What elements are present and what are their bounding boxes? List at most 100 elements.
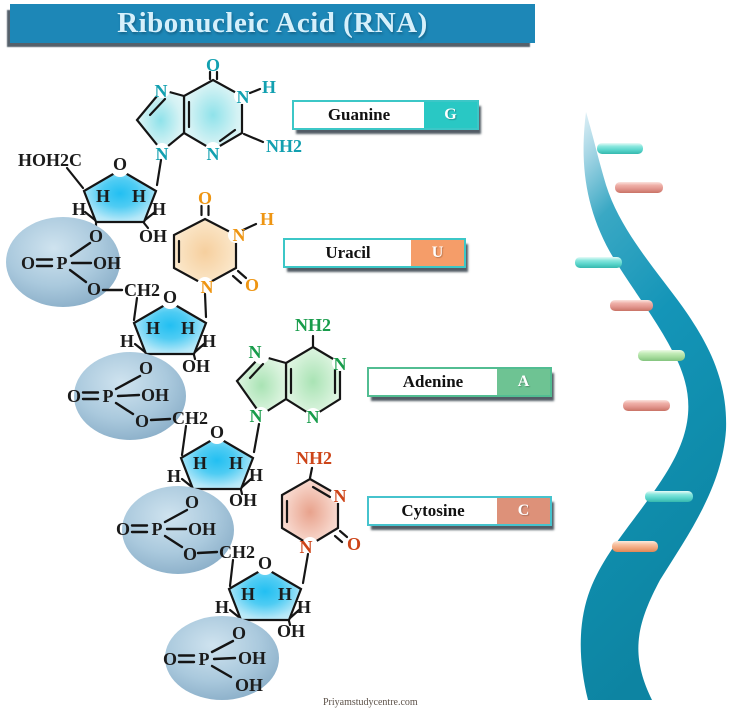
base-name-uracil: Uracil (325, 243, 371, 262)
guanine-ring (135, 70, 265, 187)
atom-label-ch2: CH2 (219, 542, 255, 562)
atom-label-o: O (162, 287, 178, 307)
atom-label-o: O (88, 226, 104, 246)
atom-label-oh: OH (187, 519, 217, 539)
atom-label-p: P (102, 386, 114, 406)
base-label-box-guanine: Guanine G (292, 100, 479, 130)
helix-rung-orange (612, 541, 658, 552)
phosphate-group-1 (6, 217, 124, 307)
atom-label-n: N (333, 486, 347, 506)
atom-label-o: O (134, 411, 150, 431)
atom-label-oh: OH (234, 675, 264, 695)
atom-label-o: O (66, 386, 82, 406)
atom-label-o: O (86, 279, 102, 299)
atom-label-n: N (306, 407, 320, 427)
helix-rung-teal (597, 143, 643, 154)
atom-label-hoh2c: HOH2C (17, 150, 83, 170)
atom-label-h: H (95, 186, 111, 206)
base-name-guanine: Guanine (327, 105, 391, 124)
atom-label-h: H (201, 331, 217, 351)
atom-label-h: H (296, 597, 312, 617)
atom-label-o: O (112, 154, 128, 174)
atom-label-n: N (155, 144, 169, 164)
atom-label-o: O (231, 623, 247, 643)
atom-label-o: O (209, 422, 225, 442)
atom-label-n: N (249, 406, 263, 426)
atom-label-o: O (257, 553, 273, 573)
phosphate-group-3 (122, 486, 234, 574)
atom-label-o: O (205, 55, 221, 75)
uracil-ring (172, 204, 258, 319)
base-name-cytosine: Cytosine (401, 501, 465, 520)
atom-label-oh: OH (138, 226, 168, 246)
base-label-box-adenine: Adenine A (367, 367, 552, 397)
base-label-box-uracil: Uracil U (283, 238, 466, 268)
atom-label-h: H (180, 318, 196, 338)
atom-label-n: N (248, 342, 262, 362)
atom-label-oh: OH (181, 356, 211, 376)
atom-label-h: H (277, 584, 293, 604)
helix-rung-teal (575, 257, 622, 268)
ribose-sugar-2 (132, 291, 208, 362)
base-letter-badge-u: U (411, 240, 464, 266)
atom-label-h: H (71, 199, 87, 219)
watermark: Priyamstudycentre.com (323, 697, 418, 708)
atom-label-o: O (138, 358, 154, 378)
atom-label-o: O (182, 544, 198, 564)
helix-rung-salmon (610, 300, 653, 311)
atom-label-o: O (20, 253, 36, 273)
atom-label-h: H (259, 209, 275, 229)
atom-label-h: H (151, 199, 167, 219)
atom-label-h: H (240, 584, 256, 604)
atom-label-n: N (236, 87, 250, 107)
atom-label-nh2: NH2 (295, 315, 331, 335)
atom-label-h: H (228, 453, 244, 473)
base-label-box-cytosine: Cytosine C (367, 496, 552, 526)
helix-rung-teal (645, 491, 693, 502)
atom-label-h: H (131, 186, 147, 206)
atom-label-oh: OH (92, 253, 122, 273)
atom-label-n: N (232, 225, 246, 245)
atom-label-p: P (198, 649, 210, 669)
cytosine-ring (280, 466, 349, 585)
atom-label-h: H (119, 331, 135, 351)
atom-label-ch2: CH2 (172, 408, 208, 428)
helix-rung-salmon (623, 400, 670, 411)
atom-label-ch2: CH2 (124, 280, 160, 300)
atom-label-oh: OH (228, 490, 258, 510)
atom-label-o: O (184, 492, 200, 512)
atom-label-nh2: NH2 (266, 136, 302, 156)
atom-label-h: H (248, 465, 264, 485)
atom-label-n: N (200, 277, 214, 297)
atom-label-h: H (192, 453, 208, 473)
atom-label-oh: OH (237, 648, 267, 668)
adenine-ring (235, 334, 348, 454)
atom-label-o: O (346, 534, 362, 554)
phosphate-group-2 (74, 352, 186, 440)
atom-label-h: H (145, 318, 161, 338)
title-banner: Ribonucleic Acid (RNA) (10, 4, 535, 43)
atom-label-oh: OH (140, 385, 170, 405)
base-letter-badge-g: G (424, 102, 477, 128)
ribose-sugar-1 (65, 159, 158, 230)
atom-label-o: O (115, 519, 131, 539)
helix-rung-green (638, 350, 685, 361)
atom-label-n: N (299, 537, 313, 557)
atom-label-p: P (56, 253, 68, 273)
atom-label-o: O (162, 649, 178, 669)
atom-label-nh2: NH2 (296, 448, 332, 468)
base-letter-badge-c: C (497, 498, 550, 524)
base-letter-badge-a: A (497, 369, 550, 395)
helix-rung-salmon (615, 182, 663, 193)
phosphate-group-4 (165, 616, 279, 700)
base-name-adenine: Adenine (402, 372, 464, 391)
atom-label-n: N (154, 81, 168, 101)
atom-label-h: H (261, 77, 277, 97)
atom-label-p: P (151, 519, 163, 539)
atom-label-oh: OH (276, 621, 306, 641)
atom-label-h: H (214, 597, 230, 617)
atom-label-o: O (244, 275, 260, 295)
atom-label-o: O (197, 188, 213, 208)
atom-label-n: N (333, 354, 347, 374)
